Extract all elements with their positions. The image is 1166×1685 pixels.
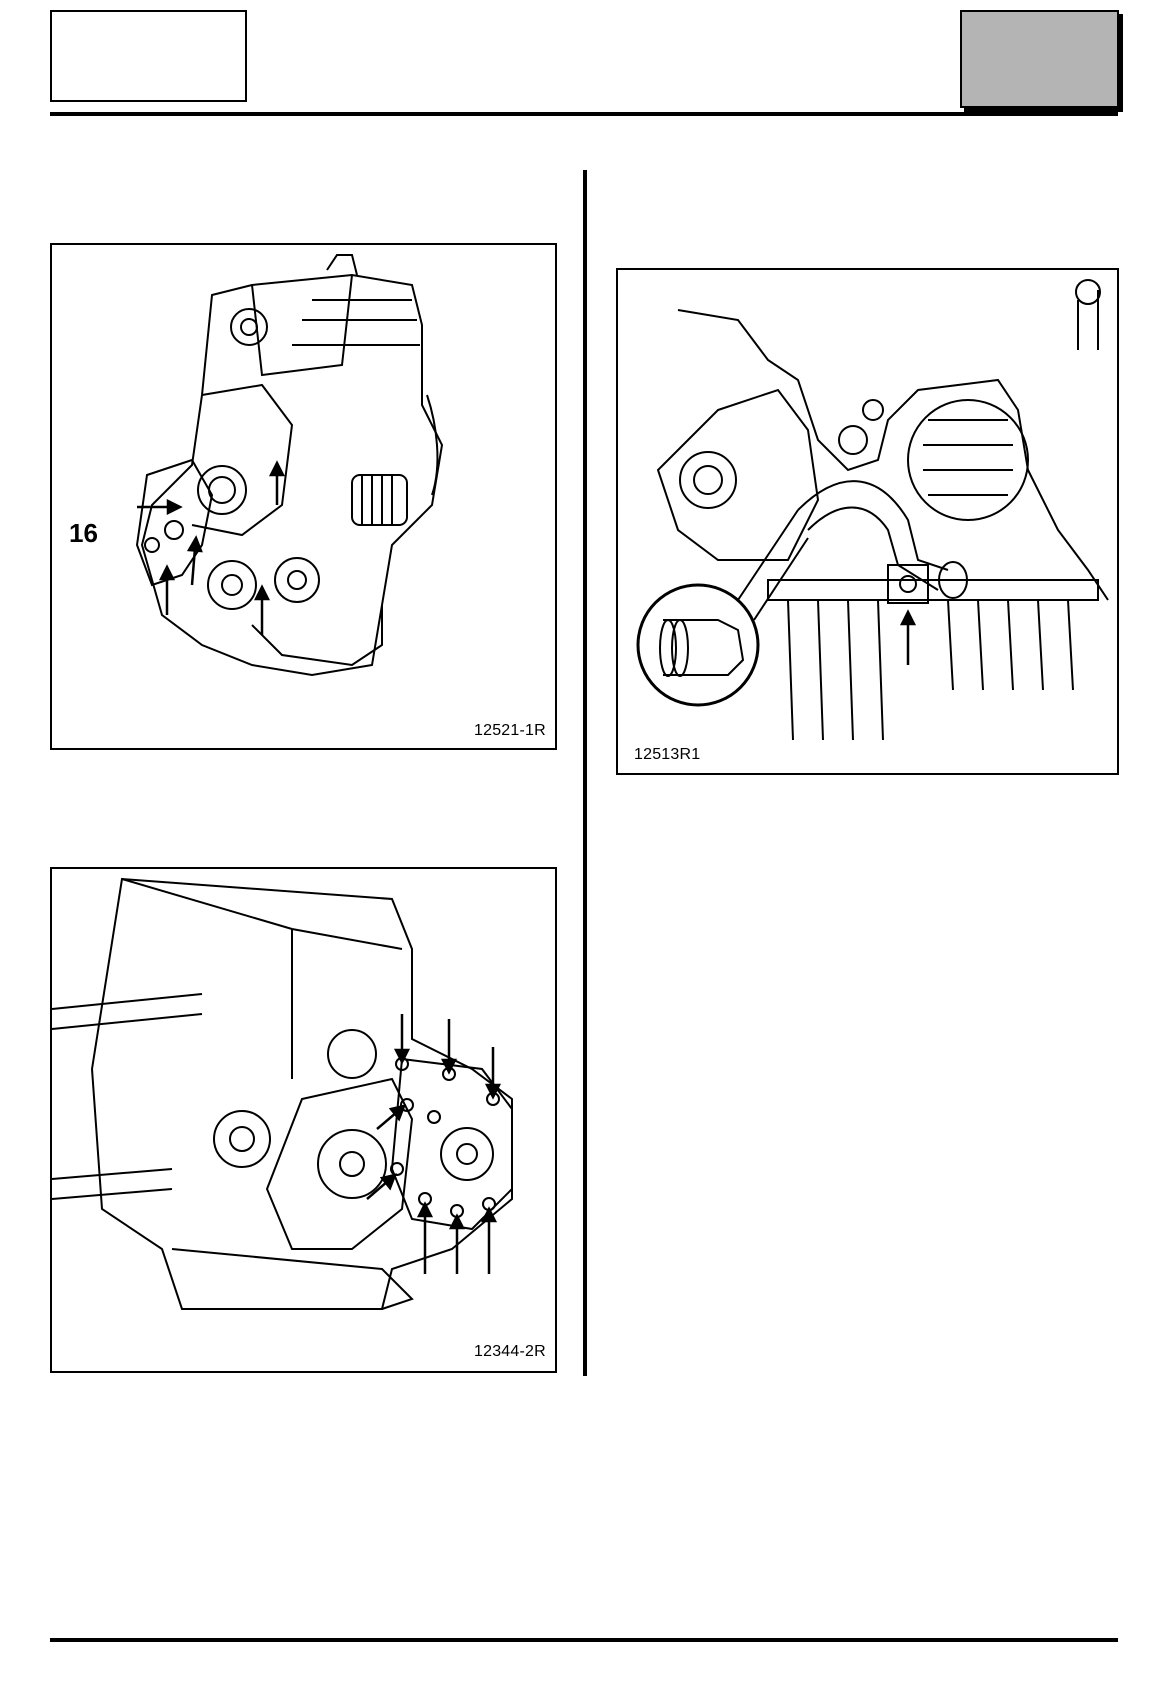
engine-illustration-3 <box>52 877 513 1310</box>
header-rule <box>50 112 1118 116</box>
footer-rule <box>50 1638 1118 1642</box>
header-left-box <box>50 10 247 102</box>
figure-ref-12344-2R: 12344-2R <box>474 1343 546 1360</box>
figure-engine-timing-side: 16 12521-1R <box>50 243 557 750</box>
figure-cylinder-block: 12344-2R <box>50 867 557 1373</box>
column-divider <box>583 170 587 1376</box>
header-right-box <box>960 10 1119 108</box>
figure-ref-12521-1R: 12521-1R <box>474 722 546 739</box>
engine-illustration-2 <box>636 279 1109 741</box>
figure-ref-12513R1: 12513R1 <box>634 746 701 763</box>
figure-water-pump-pipe: 12513R1 <box>616 268 1119 775</box>
callout-16: 16 <box>69 518 98 548</box>
engine-illustration-1 <box>135 254 444 677</box>
